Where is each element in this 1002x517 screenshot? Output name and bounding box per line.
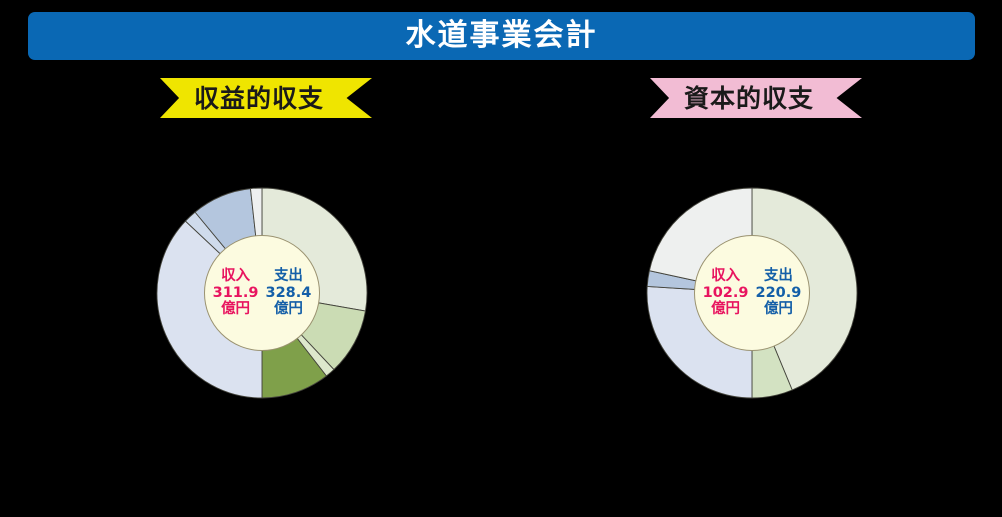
expense-value: 220.9 [755,284,802,301]
expense-summary-capital: 支出 220.9 億円 [756,268,802,318]
income-unit: 億円 [221,301,251,318]
income-label: 収入 [221,267,251,284]
income-label: 収入 [711,267,741,284]
expense-unit: 億円 [273,301,303,318]
ribbon-body [650,78,862,118]
page-title-banner: 水道事業会計 [28,12,975,60]
section-ribbon-revenue: 収益的収支 [160,78,376,122]
expense-label: 支出 [273,267,303,284]
page-title: 水道事業会計 [405,18,598,53]
expense-value: 328.4 [265,284,312,301]
pie-center-label-revenue: 収入 311.9 億円 支出 328.4 億円 [204,235,320,351]
pie-chart-capital: 収入 102.9 億円 支出 220.9 億円 [646,187,858,399]
income-value: 311.9 [212,284,259,301]
section-ribbon-capital: 資本的収支 [650,78,866,122]
ribbon-body [160,78,372,118]
expense-label: 支出 [763,267,793,284]
ribbon-label-capital: 資本的収支 [683,83,814,113]
pie-center-label-capital: 収入 102.9 億円 支出 220.9 億円 [694,235,810,351]
pie-chart-revenue: 収入 311.9 億円 支出 328.4 億円 [156,187,368,399]
expense-unit: 億円 [763,301,793,318]
income-summary-revenue: 収入 311.9 億円 [213,268,259,318]
income-unit: 億円 [711,301,741,318]
income-summary-capital: 収入 102.9 億円 [703,268,749,318]
income-value: 102.9 [702,284,749,301]
ribbon-label-revenue: 収益的収支 [193,83,324,113]
expense-summary-revenue: 支出 328.4 億円 [266,268,312,318]
